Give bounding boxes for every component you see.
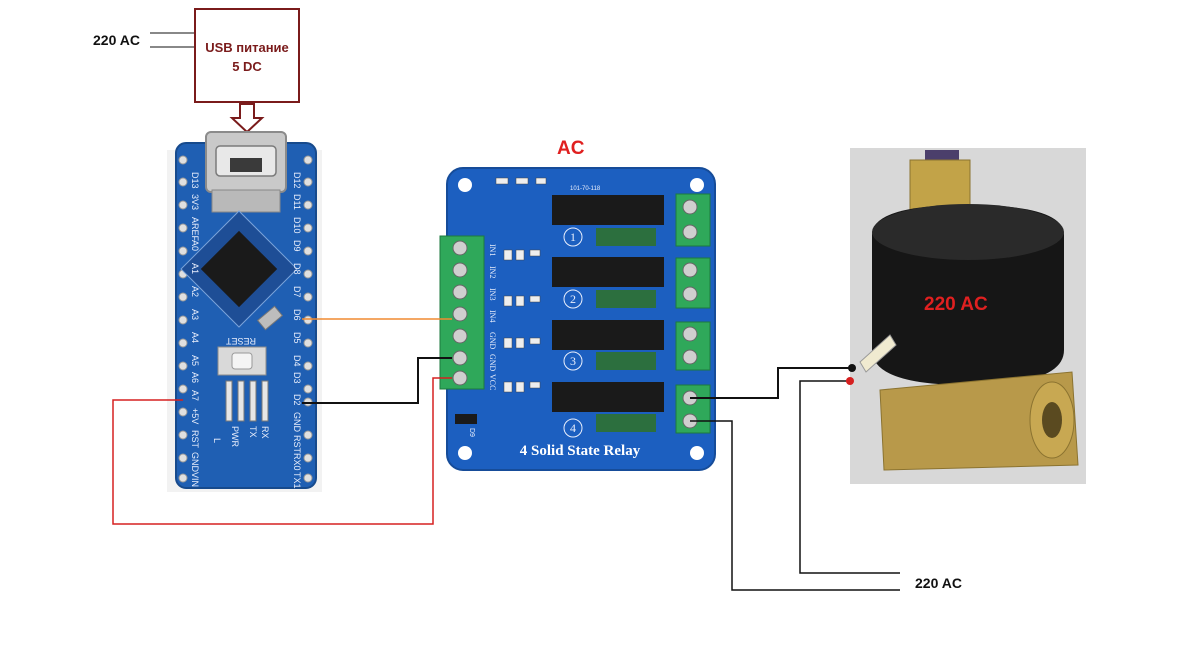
svg-text:D12: D12: [292, 172, 302, 189]
valve-top-fitting: [909, 159, 971, 211]
svg-text:D6: D6: [292, 309, 302, 321]
svg-text:A6: A6: [190, 372, 200, 383]
arduino-pin-holes-right: [303, 155, 313, 483]
relay-smd-components: [495, 177, 547, 393]
svg-text:1: 1: [570, 230, 576, 244]
ssr-relay-3: [552, 320, 664, 371]
arduino-leds: [225, 380, 269, 422]
valve-brass-body: [879, 371, 1079, 471]
relay-ac-label: AC: [557, 138, 585, 159]
bottom-ac-label: 220 AC: [915, 575, 962, 591]
svg-text:RX0: RX0: [292, 453, 302, 471]
valve-terminal-black: [848, 364, 856, 372]
svg-text:GND: GND: [292, 412, 302, 433]
svg-text:D3: D3: [292, 372, 302, 384]
wire-gnd-black: [302, 357, 452, 404]
wire-relay-to-mains: [690, 420, 900, 591]
svg-text:IN4: IN4: [488, 310, 497, 322]
relay-channel-numbers: 1 2 3 4: [570, 230, 576, 435]
svg-text:D13: D13: [190, 172, 200, 189]
led-label: D9: [468, 428, 475, 437]
svg-text:IN2: IN2: [488, 266, 497, 278]
svg-text:IN3: IN3: [488, 288, 497, 300]
relay-board: IN1 IN2 IN3 IN4 GND GND VCC 101-70-118: [439, 167, 716, 471]
svg-text:GND: GND: [488, 354, 497, 372]
svg-text:3V3: 3V3: [190, 194, 200, 210]
svg-text:RST: RST: [190, 430, 200, 449]
arduino-led-labels: L PWR TX RX: [212, 426, 270, 447]
svg-text:D7: D7: [292, 286, 302, 298]
mount-hole: [690, 446, 704, 460]
atmega-chip: [180, 210, 298, 328]
svg-text:RST: RST: [292, 435, 302, 454]
relay-input-terminal: [439, 235, 485, 390]
usb-supply-label-line2: 5 DC: [232, 59, 262, 74]
svg-text:A7: A7: [190, 390, 200, 401]
valve-voltage-label: 220 AC: [924, 294, 988, 315]
top-ac-label: 220 AC: [93, 32, 140, 48]
wire-relay-to-valve: [690, 367, 852, 399]
svg-text:D9: D9: [292, 240, 302, 252]
svg-text:IN1: IN1: [488, 244, 497, 256]
svg-text:4: 4: [570, 421, 576, 435]
svg-text:PWR: PWR: [230, 426, 240, 447]
svg-text:D2: D2: [292, 394, 302, 406]
reset-label: RESET: [225, 336, 256, 346]
pcb-id-label: 101-70-118: [570, 186, 601, 192]
solenoid-valve: [850, 148, 1086, 484]
svg-text:3: 3: [570, 354, 576, 368]
svg-text:TX1: TX1: [292, 472, 302, 489]
svg-text:AREF: AREF: [190, 217, 200, 242]
svg-text:A4: A4: [190, 332, 200, 343]
crystal: [257, 305, 283, 331]
svg-text:D11: D11: [292, 194, 302, 210]
svg-text:D10: D10: [292, 217, 302, 234]
arduino-nano-board: D12 D11 D10 D9 D8 D7 D6 D5 D4 D3 D2 GND …: [167, 131, 322, 492]
valve-cable: [859, 334, 897, 373]
svg-text:A5: A5: [190, 355, 200, 366]
relay-input-labels: IN1 IN2 IN3 IN4 GND GND VCC: [488, 244, 497, 390]
relay-title: 4 Solid State Relay: [520, 443, 641, 459]
arduino-pin-holes-left: [178, 155, 188, 483]
wire-5v-red: [112, 377, 452, 525]
reset-button: [217, 346, 267, 376]
svg-text:TX: TX: [248, 426, 258, 438]
ssr-relay-4: [552, 382, 664, 438]
svg-text:2: 2: [570, 292, 576, 306]
svg-text:A2: A2: [190, 286, 200, 297]
svg-text:VCC: VCC: [488, 374, 497, 390]
arduino-left-pin-labels: D12 D11 D10 D9 D8 D7 D6 D5 D4 D3 D2 GND …: [292, 172, 302, 489]
power-arrow: [229, 103, 265, 134]
svg-text:D5: D5: [292, 332, 302, 344]
svg-text:D8: D8: [292, 263, 302, 275]
relay-power-led: [455, 414, 477, 424]
mount-hole: [458, 178, 472, 192]
svg-text:VIN: VIN: [190, 472, 200, 487]
wire-valve-to-mains: [799, 380, 900, 574]
ssr-relay-2: [552, 257, 664, 309]
usb-supply-label-line1: USB питание: [205, 40, 289, 55]
mount-hole: [690, 178, 704, 192]
svg-text:L: L: [212, 438, 222, 443]
svg-text:+5V: +5V: [190, 408, 200, 424]
svg-text:GND: GND: [190, 452, 200, 473]
arduino-right-pin-labels: D13 3V3 AREF A0 A1 A2 A3 A4 A5 A6 A7 +5V…: [190, 172, 200, 487]
svg-text:GND: GND: [488, 332, 497, 350]
ssr-relay-1: [552, 195, 664, 247]
mount-hole: [458, 446, 472, 460]
valve-terminal-red: [846, 377, 854, 385]
usb-power-supply-box: USB питание 5 DC: [194, 8, 300, 103]
svg-text:RX: RX: [260, 426, 270, 439]
svg-text:A1: A1: [190, 263, 200, 274]
svg-text:A3: A3: [190, 309, 200, 320]
svg-text:A0: A0: [190, 240, 200, 251]
svg-text:D4: D4: [292, 355, 302, 367]
mini-usb-connector: [205, 131, 287, 213]
